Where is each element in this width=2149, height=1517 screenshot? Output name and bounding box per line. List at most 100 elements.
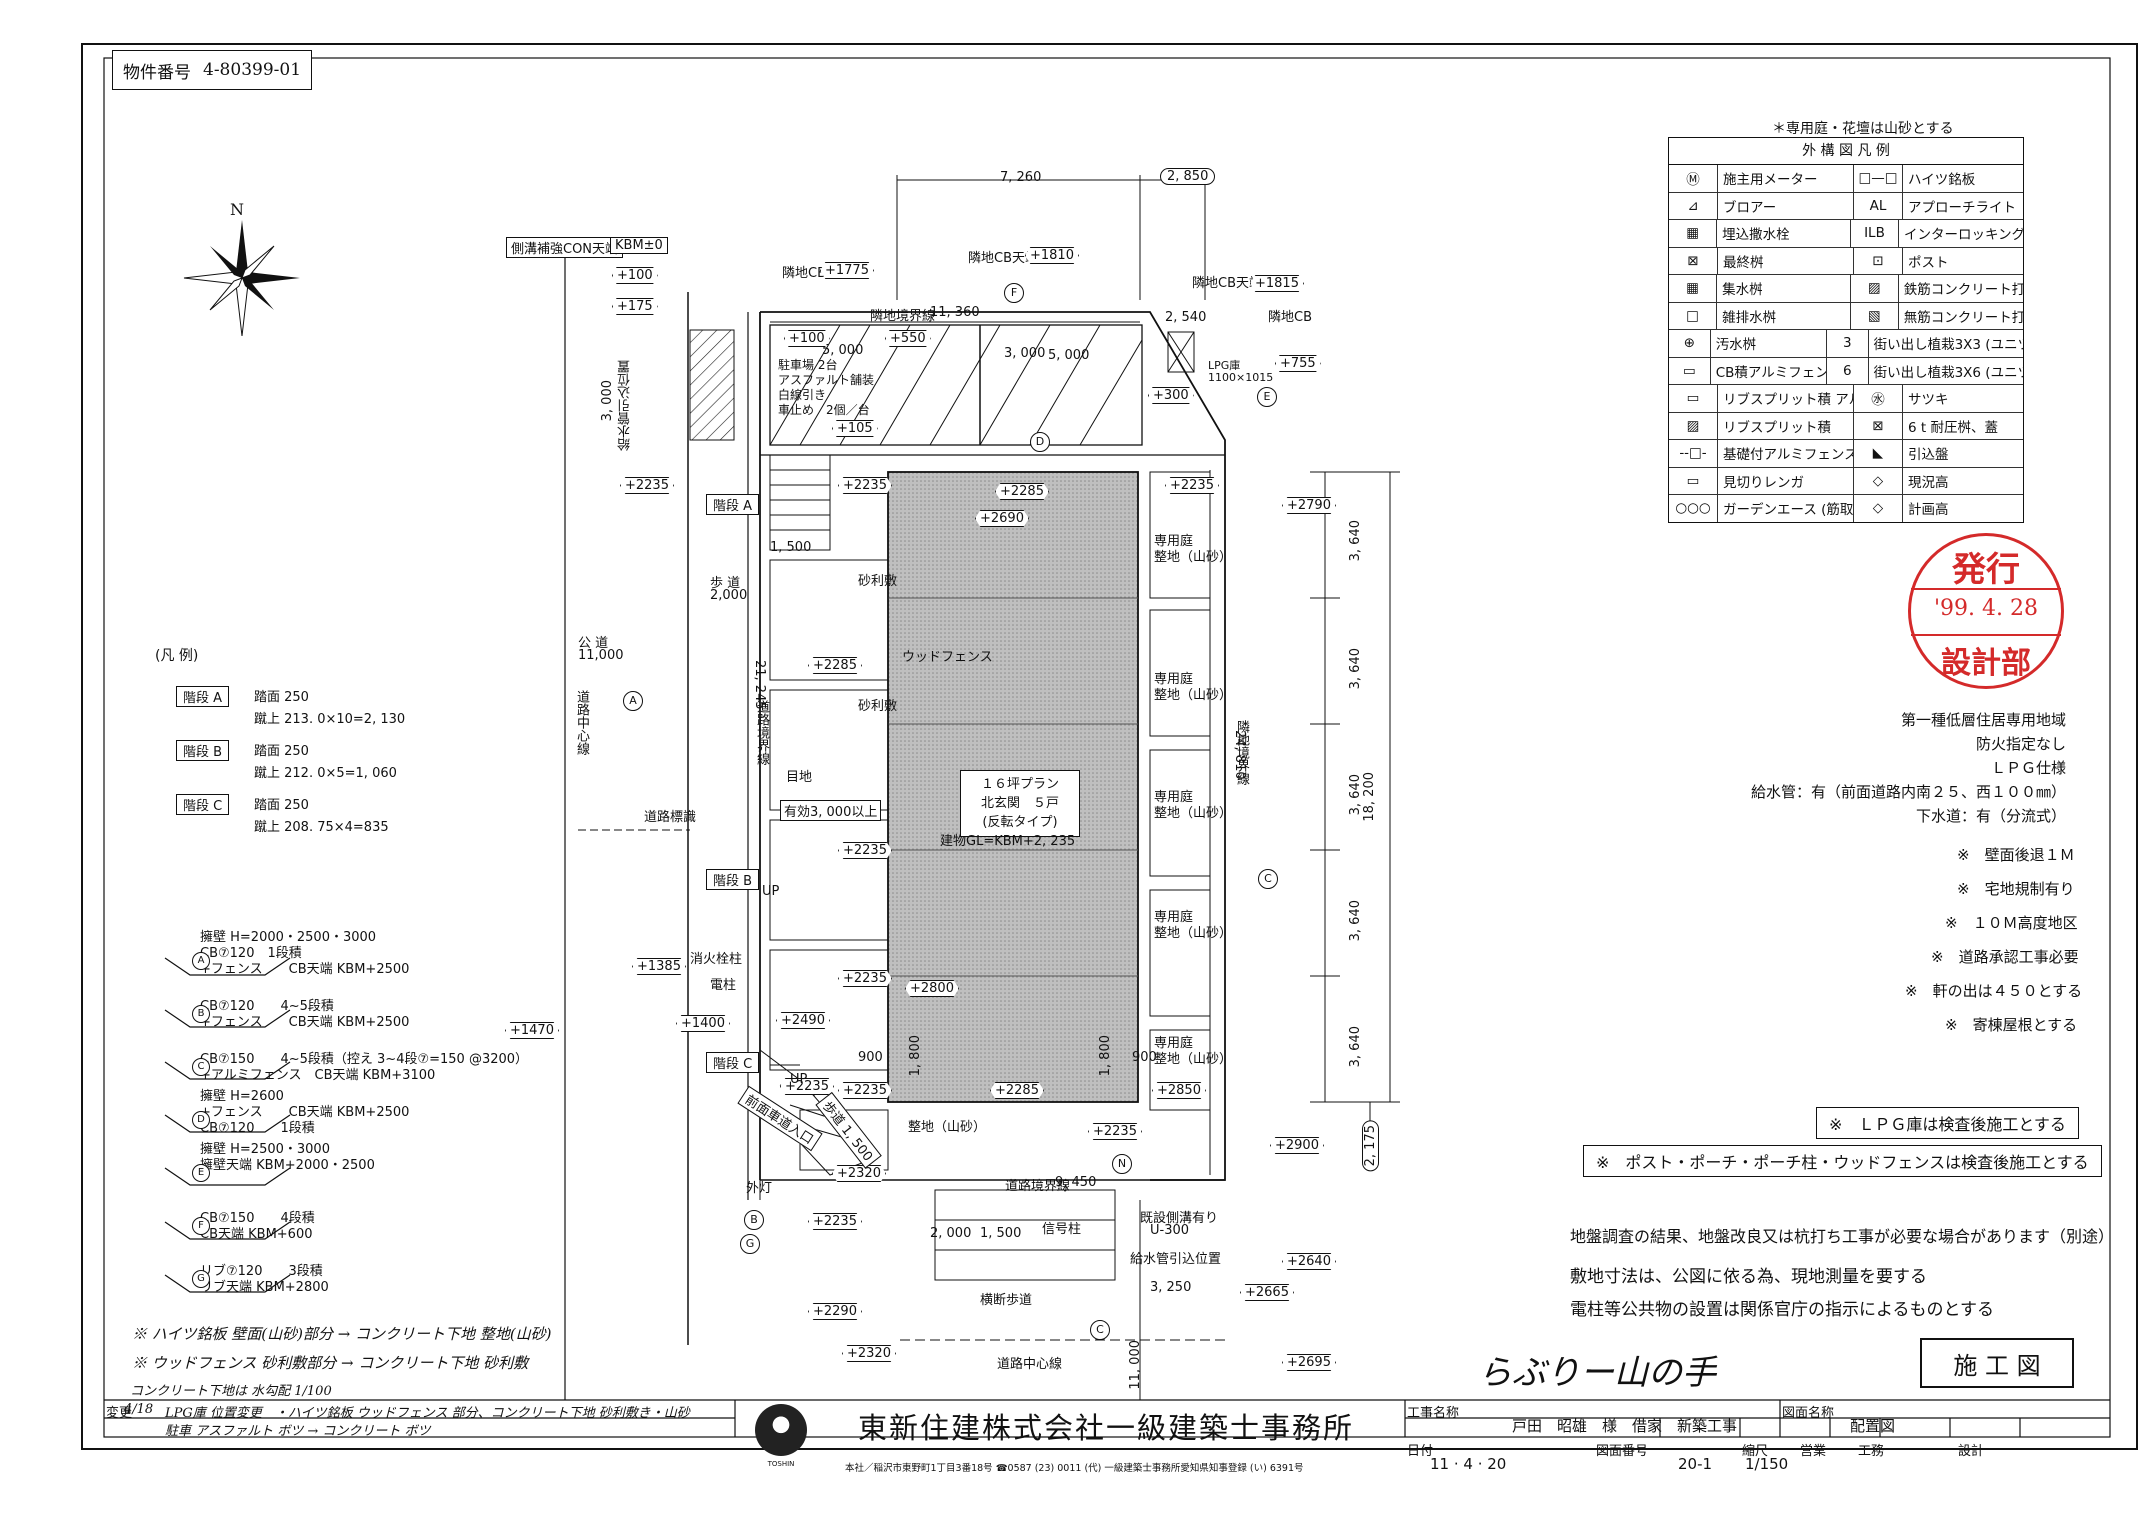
garden-sub: 整地（山砂） xyxy=(1154,688,1233,703)
legend-note: ＊専用庭・花壇は山砂とする xyxy=(1772,121,1954,137)
entrance-label: 給水管引込位置 xyxy=(618,360,633,451)
wall-line: CB⑦120 4~5段積 xyxy=(200,999,334,1014)
wall-marker: B xyxy=(192,1005,210,1023)
wall-line: CB天端 KBM+600 xyxy=(200,1227,313,1242)
level-tag: +2850 xyxy=(1152,1082,1206,1099)
garden-sub: 整地（山砂） xyxy=(1154,1052,1233,1067)
legend-row: ▭CB積アルミフェンス H=8006街い出し植栽3X6 (ユニツン) xyxy=(1669,357,2023,385)
sheet-border xyxy=(81,43,2138,1450)
section-marker: C xyxy=(1090,1320,1110,1340)
zoning-line: 給水管：有（前面道路内南２５、西１００㎜） xyxy=(1750,783,2066,801)
level-tag: +2235 xyxy=(838,842,892,859)
garden-label: 専用庭整地（山砂） xyxy=(1154,790,1232,822)
legend-item-label: 街い出し植栽3X3 (ユニツン) xyxy=(1873,337,2023,354)
signature: らぶりー山の手 xyxy=(1478,1353,1716,1393)
building-gl: 建物GL=KBM+2, 235 xyxy=(940,834,1076,849)
legend-row: ○○○ガーデンエース (筋取)◇計画高 xyxy=(1669,495,2023,522)
spec-note: ※ 壁面後退１Ｍ xyxy=(1957,846,2075,864)
legend-item-label: 最終桝 xyxy=(1718,247,1854,274)
sidewalk-width: 2,000 xyxy=(710,588,748,603)
zoning-line: ＬＰＧ仕様 xyxy=(1990,759,2066,777)
legend-symbol-icon: ⊠ xyxy=(1669,247,1718,274)
level-tag: +105 xyxy=(832,420,878,437)
legend-item-label: インターロッキング xyxy=(1904,227,2024,244)
level-tag: +100 xyxy=(784,330,830,347)
legend-item-label: アプローチライト xyxy=(1908,199,2016,216)
level-tag: +755 xyxy=(1275,355,1321,372)
spec-note: ※ 道路承認工事必要 xyxy=(1931,948,2079,966)
level-tag: +2640 xyxy=(1282,1253,1336,1270)
property-number-box: 物件番号 4-80399-01 xyxy=(112,50,313,90)
legend-item-label: CB積アルミフェンス H=800 xyxy=(1711,357,1827,384)
up-label: UP xyxy=(790,1072,808,1087)
construct-label: 工務 xyxy=(1858,1444,1885,1459)
legend-item-label: 鉄筋コンクリート打 xyxy=(1903,282,2024,299)
legend-symbol-icon: ㊌ xyxy=(1854,385,1903,412)
parking-note: アスファルト舗装 xyxy=(778,373,875,387)
section-marker: B xyxy=(744,1210,764,1230)
legend-item-label: 見切りレンガ xyxy=(1718,467,1854,494)
north-boundary-dim: 11, 360 xyxy=(930,305,980,320)
pole: 電柱 xyxy=(710,978,737,993)
wall-heading: 擁壁 H=2000・2500・3000 xyxy=(200,930,377,945)
spec-note: ※ 宅地規制有り xyxy=(1957,880,2075,898)
level-tag: +2695 xyxy=(1282,1354,1336,1371)
legend-symbol-icon: ⊠ xyxy=(1854,412,1903,439)
legend-symbol-icon: ▦ xyxy=(1669,275,1718,302)
ground-label: 整地（山砂） xyxy=(908,1120,987,1135)
wood-fence-label: ウッドフェンス xyxy=(902,650,993,665)
level-tag: +2285 xyxy=(995,483,1049,500)
dim-1500: 1, 500 xyxy=(770,540,812,555)
level-tag: +2235 xyxy=(808,1213,862,1230)
wall-line: +フェンス CB天端 KBM+2500 xyxy=(200,1105,410,1120)
garden-sub: 整地（山砂） xyxy=(1154,550,1233,565)
garden-title: 専用庭 xyxy=(1154,790,1194,805)
section-marker: C xyxy=(1258,869,1278,889)
wall-marker: C xyxy=(192,1058,210,1076)
dim-right-total: 18, 200 xyxy=(1362,772,1377,822)
dim-right: 3, 640 xyxy=(1348,774,1363,816)
legend-item-label: リブスプリット積 アルミフェンス H=800 xyxy=(1718,385,1854,412)
level-tag: +2285 xyxy=(808,657,862,674)
road-center-label: 道路中心線 xyxy=(997,1357,1063,1372)
date-label: 日付 xyxy=(1407,1444,1434,1459)
garden-title: 専用庭 xyxy=(1154,534,1194,549)
design-label: 設計 xyxy=(1958,1444,1985,1459)
bottom-note: 敷地寸法は、公図に依る為、現地測量を要する xyxy=(1570,1267,1927,1287)
road-center-label: 道路中心線 xyxy=(574,690,589,755)
level-tag: +2320 xyxy=(842,1345,896,1362)
sales-label: 営業 xyxy=(1800,1444,1827,1459)
garden-label: 専用庭整地（山砂） xyxy=(1154,672,1232,704)
north-label: N xyxy=(230,200,244,219)
dim-bottom: 1, 500 xyxy=(980,1226,1022,1241)
level-label: 隣地CB天端 xyxy=(968,251,1038,266)
level-label: 隣地CB xyxy=(1268,310,1312,325)
wall-legend-item: CB⑦150 4~5段積（控え 3~4段⑦=150 @3200）+アルミフェンス… xyxy=(150,1036,570,1086)
issue-stamp: 発行 '99. 4. 28 設計部 xyxy=(1908,533,2064,689)
legend-item-label: 基礎付アルミフェンス H=800 xyxy=(1718,440,1854,467)
level-tag: +2665 xyxy=(1240,1284,1294,1301)
stair-c-l2: 蹴上 208. 75×4=835 xyxy=(254,820,389,835)
spec-notes: ※ 壁面後退１Ｍ ※ 宅地規制有り ※ １０Ｍ高度地区 ※ 道路承認工事必要 ※… xyxy=(1905,838,2082,1042)
water-intake: 給水管引込位置 xyxy=(1130,1252,1222,1267)
dim-right: 3, 640 xyxy=(1348,520,1363,562)
drawing-name-label: 図面名称 xyxy=(1782,1406,1835,1421)
handwritten-note: コンクリート下地は 水勾配 1/100 xyxy=(130,1384,332,1399)
level-tag: +175 xyxy=(612,298,658,315)
stamp-line2: 設計部 xyxy=(1941,646,2031,681)
dim-top: 7, 260 xyxy=(1000,170,1042,185)
legend-row: ▭リブスプリット積 アルミフェンス H=800㊌サツキ xyxy=(1669,385,2023,413)
dim-right: 3, 640 xyxy=(1348,900,1363,942)
parking-dim: 5, 000 xyxy=(822,343,864,358)
wall-line: CB⑦150 4段積 xyxy=(200,1211,315,1226)
legend-symbol-icon: ◇ xyxy=(1854,495,1903,522)
west-boundary-dim: 21, 245 xyxy=(752,660,767,710)
stair-b-l1: 踏面 250 xyxy=(254,744,309,759)
level-tag: +1810 xyxy=(1025,247,1079,264)
drawing-no-label: 図面番号 xyxy=(1596,1444,1649,1459)
stamp-line1: 発行 xyxy=(1952,550,2020,590)
legend-symbol-icon: ⊡ xyxy=(1854,247,1903,274)
